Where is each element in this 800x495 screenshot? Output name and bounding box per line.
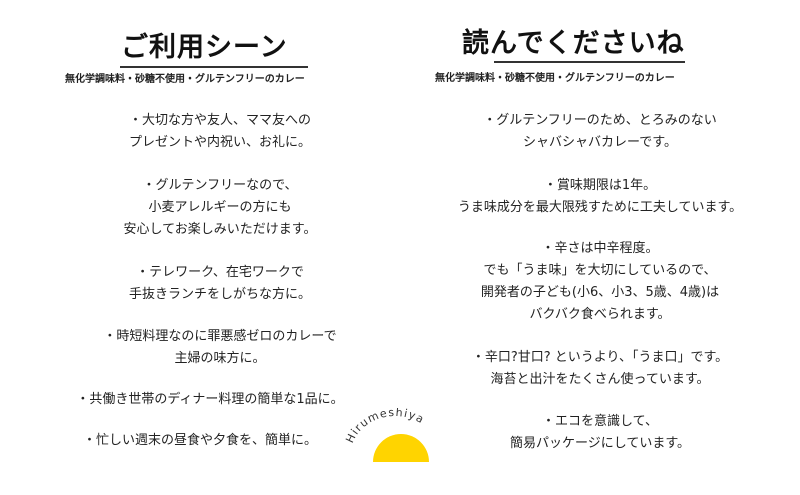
title-underline: [120, 66, 308, 68]
notice-item: ・グルテンフリーのため、とろみのない シャバシャバカレーです。: [400, 110, 800, 154]
item-line: でも「うま味」を大切にしているので、: [483, 263, 717, 278]
item-line: ・エコを意識して、: [542, 414, 658, 429]
usage-item: ・大切な方や友人、ママ友への プレゼントや内祝い、お礼に。: [10, 110, 430, 154]
title-underline: [494, 61, 685, 63]
sun-half-icon: Hirumeshiya: [343, 406, 429, 462]
notice-item: ・辛口?甘口? というより、「うま口」です。 海苔と出汁をたくさん使っています。: [400, 347, 800, 391]
notice-item: ・エコを意識して、 簡易パッケージにしています。: [400, 411, 800, 455]
item-line: 開発者の子ども(小6、小3、5歳、4歳)は: [480, 285, 720, 300]
item-line: シャバシャバカレーです。: [523, 135, 677, 150]
item-line: うま味成分を最大限残すために工夫しています。: [457, 200, 743, 215]
usage-scenes-title: ご利用シーン: [121, 32, 288, 63]
hirumeshiya-logo: Hirumeshiya: [343, 406, 445, 464]
item-line: 海苔と出汁をたくさん使っています。: [490, 372, 710, 387]
item-line: ・グルテンフリーなので、: [142, 178, 298, 193]
item-line: ・辛さは中辛程度。: [541, 241, 659, 256]
usage-item: ・テレワーク、在宅ワークで 手抜きランチをしがちな方に。: [10, 262, 430, 306]
item-line: 小麦アレルギーの方にも: [148, 200, 292, 215]
notice-item: ・辛さは中辛程度。 でも「うま味」を大切にしているので、 開発者の子ども(小6、…: [400, 238, 800, 326]
notice-item: ・賞味期限は1年。 うま味成分を最大限残すために工夫しています。: [400, 175, 800, 219]
usage-item: ・共働き世帯のディナー料理の簡単な1品に。: [0, 389, 420, 411]
item-line: 手抜きランチをしがちな方に。: [128, 287, 311, 302]
item-line: プレゼントや内祝い、お礼に。: [128, 135, 311, 150]
item-line: ・共働き世帯のディナー料理の簡単な1品に。: [76, 392, 344, 407]
sun-icon: [373, 434, 429, 462]
please-read-subtitle: 無化学調味料・砂糖不使用・グルテンフリーのカレー: [435, 73, 675, 84]
usage-scenes-subtitle: 無化学調味料・砂糖不使用・グルテンフリーのカレー: [65, 74, 305, 85]
item-line: 簡易パッケージにしています。: [509, 436, 691, 451]
please-read-title: 読んでくださいね: [462, 28, 685, 59]
item-line: ・賞味期限は1年。: [543, 178, 657, 193]
item-line: 主婦の味方に。: [174, 351, 266, 366]
item-line: ・グルテンフリーのため、とろみのない: [483, 113, 717, 128]
item-line: バクバク食べられます。: [529, 307, 671, 322]
item-line: ・時短料理なのに罪悪感ゼロのカレーで: [103, 329, 337, 344]
item-line: ・忙しい週末の昼食や夕食を、簡単に。: [82, 433, 317, 448]
usage-item: ・忙しい週末の昼食や夕食を、簡単に。: [0, 430, 410, 452]
item-line: 安心してお楽しみいただけます。: [123, 222, 317, 237]
usage-item: ・時短料理なのに罪悪感ゼロのカレーで 主婦の味方に。: [10, 326, 430, 370]
item-line: ・辛口?甘口? というより、「うま口」です。: [471, 350, 729, 365]
item-line: ・大切な方や友人、ママ友への: [128, 113, 311, 128]
item-line: ・テレワーク、在宅ワークで: [136, 265, 304, 280]
usage-item: ・グルテンフリーなので、 小麦アレルギーの方にも 安心してお楽しみいただけます。: [10, 175, 430, 241]
